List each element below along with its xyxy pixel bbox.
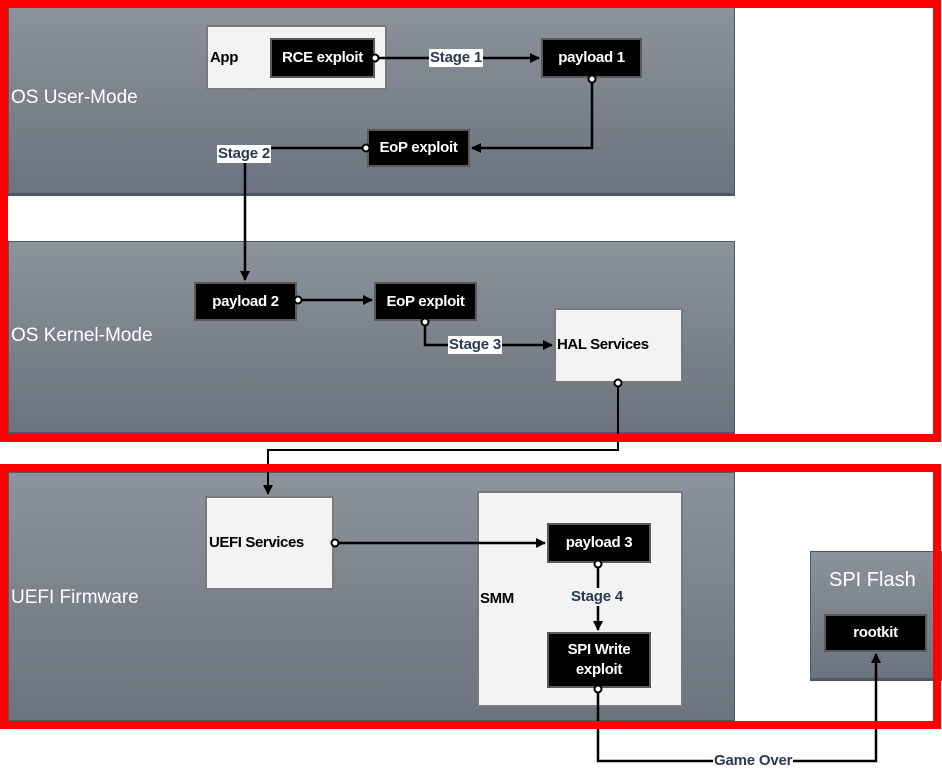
payload-3-label: payload 3 [565,534,633,551]
eop-exploit-kernel-node: EoP exploit [374,282,477,321]
app-label: App [210,49,238,66]
payload-1-node: payload 1 [541,38,642,78]
stage-2-label: Stage 2 [217,145,271,163]
spi-write-exploit-node: SPI Write exploit [547,632,651,688]
stage-1-label: Stage 1 [429,49,483,67]
payload-1-label: payload 1 [558,49,625,66]
hal-services-container [554,308,683,383]
uefi-services-container [205,496,334,590]
spi-write-exploit-label-line1: SPI Write [567,641,631,658]
uefi-services-label: UEFI Services [209,534,304,551]
hal-services-label: HAL Services [557,336,649,353]
eop-exploit-kernel-label: EoP exploit [386,292,465,310]
os-kernel-mode-label: OS Kernel-Mode [11,325,153,346]
smm-label: SMM [480,590,514,607]
eop-exploit-user-label: EoP exploit [379,139,458,156]
game-over-label: Game Over [713,752,794,770]
rce-exploit-node: RCE exploit [270,38,375,78]
payload-2-label: payload 2 [212,292,279,310]
os-user-mode-label: OS User-Mode [11,87,138,108]
rce-exploit-label: RCE exploit [282,49,363,66]
spi-write-exploit-label-line2: exploit [575,661,623,678]
payload-2-node: payload 2 [194,282,297,321]
rootkit-node: rootkit [824,614,927,652]
eop-exploit-user-node: EoP exploit [367,129,470,167]
payload-3-node: payload 3 [547,523,651,563]
stage-3-label: Stage 3 [448,336,502,354]
rootkit-label: rootkit [853,624,898,641]
stage-4-label: Stage 4 [570,588,624,606]
spi-flash-label: SPI Flash [829,569,916,591]
uefi-firmware-label: UEFI Firmware [11,587,139,608]
